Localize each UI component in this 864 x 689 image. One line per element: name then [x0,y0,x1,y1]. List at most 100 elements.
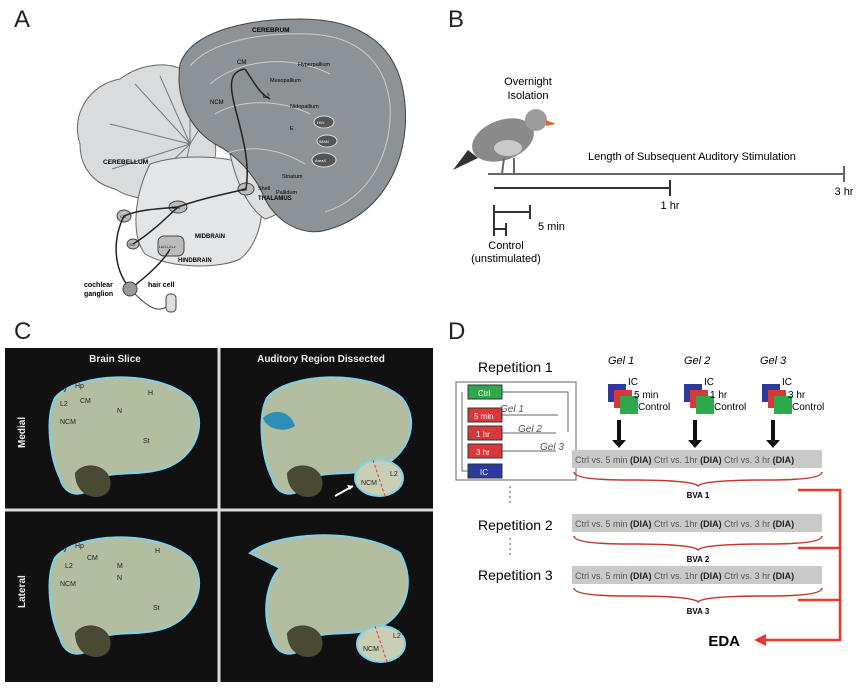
gel3-control: Control [792,402,824,413]
row-title-lateral: Lateral [17,575,28,608]
gel3-squares [762,384,792,414]
c-label-cm-lat: CM [87,555,98,562]
gel1-squares [608,384,638,414]
box-ctrl-label: Ctrl [478,389,491,398]
col-title-brain-slice: Brain Slice [89,354,141,365]
label-mesopallium: Mesopallium [270,78,301,84]
lman-nucleus [316,134,338,148]
c-label-l2: L2 [60,401,68,408]
label-l2: L2 [263,94,270,100]
label-cn: CN [120,214,126,219]
label-hvc: HVc [317,120,325,125]
label-cerebrum: CEREBRUM [252,27,290,34]
c-label-n: N [117,408,122,415]
comparison-row-2: Ctrl vs. 5 min (DIA) Ctrl vs. 1hr (DIA) … [572,514,822,532]
c-label-v-lat: v [63,547,67,554]
panel-label-d: D [448,318,466,345]
label-3hr: 3 hr [835,186,854,198]
c-label-h: H [148,390,153,397]
label-5min: 5 min [538,221,565,233]
slice-medial [48,376,200,497]
label-isolation: Isolation [508,90,549,102]
label-unstim: (unstimulated) [471,253,541,265]
label-rep3: Repetition 3 [478,567,553,583]
label-length: Length of Subsequent Auditory Stimulatio… [588,151,796,163]
hvc-nucleus [313,115,335,129]
label-thalamus: THALAMUS [258,196,292,202]
c-label-cm: CM [80,398,91,405]
label-cm: CM [237,60,246,66]
gel3-title: Gel 3 [760,355,787,367]
bva2-label: BVA 2 [687,555,710,564]
eda-connectors [766,488,842,642]
label-control: Control [488,240,523,252]
label-ov: Ov [242,187,247,192]
label-e: E [290,126,294,132]
c-label-ncm: NCM [60,419,76,426]
label-ganglion: ganglion [84,291,113,298]
label-rep1: Repetition 1 [478,359,553,375]
svg-text:Ctrl vs. 5 min (DIA) Ctrl vs.: Ctrl vs. 5 min (DIA) Ctrl vs. 1hr (DIA) … [575,455,794,465]
panel-b-diagram: Overnight Isolation Length of Subsequent… [453,76,854,265]
gel2-time: 1 hr [710,390,728,401]
dissected-medial [260,376,412,497]
box-5min-label: 5 min [474,412,494,421]
bva3-label: BVA 3 [687,607,710,616]
c-label-n-lat: N [117,575,122,582]
gel2-squares [684,384,714,414]
gel1-title: Gel 1 [608,355,634,367]
label-haircell: hair cell [148,282,175,289]
svg-text:Ctrl vs. 5 min (DIA) Ctrl vs.: Ctrl vs. 5 min (DIA) Ctrl vs. 1hr (DIA) … [575,571,794,581]
panel-c-photos: Brain Slice Auditory Region Dissected Me… [5,348,433,682]
panel-label-b: B [448,6,465,33]
panel-d-diagram: Ctrl 5 min 1 hr 3 hr IC Gel 1 Gel 2 Gel … [455,355,842,650]
c-label-v: v [63,387,67,394]
label-ll: LLd LLi LLv [159,245,176,249]
svg-text:Ctrl vs. 5 min (DIA) Ctrl vs.: Ctrl vs. 5 min (DIA) Ctrl vs. 1hr (DIA) … [575,519,794,529]
comparison-row-1: Ctrl vs. 5 min (DIA) Ctrl vs. 1hr (DIA) … [572,450,822,468]
row-title-medial: Medial [17,417,28,448]
c-label-m-lat: M [117,563,123,570]
col-title-dissected: Auditory Region Dissected [257,354,385,365]
label-cerebellum: CEREBELLUM [103,159,148,166]
label-shell: Shell [258,186,270,192]
gel3-time: 3 hr [788,390,806,401]
gel1-ic: IC [628,377,638,388]
c-label-h-lat: H [155,548,160,555]
c-label-ncm-dissected: NCM [361,480,377,487]
label-overnight: Overnight [504,76,552,88]
c-label-st: St [143,438,150,445]
c-label-ncm-lat: NCM [60,581,76,588]
schematic-gel2: Gel 2 [518,424,542,435]
gel2-title: Gel 2 [684,355,710,367]
auditory-pathway [115,68,271,290]
gel3-ic: IC [782,377,792,388]
schematic-gel1: Gel 1 [500,404,524,415]
gel2-ic: IC [704,377,714,388]
cochlear-ganglion [122,281,138,297]
gel2-control: Control [714,402,746,413]
c-label-l2-dissected: L2 [390,471,398,478]
bva1-label: BVA 1 [687,491,710,500]
label-striatum: Striatum [282,174,303,180]
hair-cell [165,293,177,313]
areax-nucleus [311,152,337,168]
label-ncm: NCM [210,100,224,106]
label-cochlear: cochlear [84,282,113,289]
label-areax: AreaX [315,158,326,163]
c-label-st-lat: St [153,605,160,612]
slice-lateral [48,536,200,657]
label-rep2: Repetition 2 [478,517,553,533]
label-nidopallium: Nidopallium [290,104,319,110]
c-label-l2-lat-dissected: L2 [393,633,401,640]
label-so: SO [129,242,135,247]
c-label-l2-lat: L2 [65,563,73,570]
panel-label-a: A [14,6,31,33]
box-3hr-label: 3 hr [476,448,490,457]
box-ic-label: IC [480,468,488,477]
label-lman: lMAN [319,139,329,144]
gel1-control: Control [638,402,670,413]
label-midbrain: MIDBRAIN [195,234,225,240]
gel1-time: 5 min [634,390,658,401]
panel-a-diagram: CEREBRUM CEREBELLUM MIDBRAIN HINDBRAIN T… [76,18,407,313]
